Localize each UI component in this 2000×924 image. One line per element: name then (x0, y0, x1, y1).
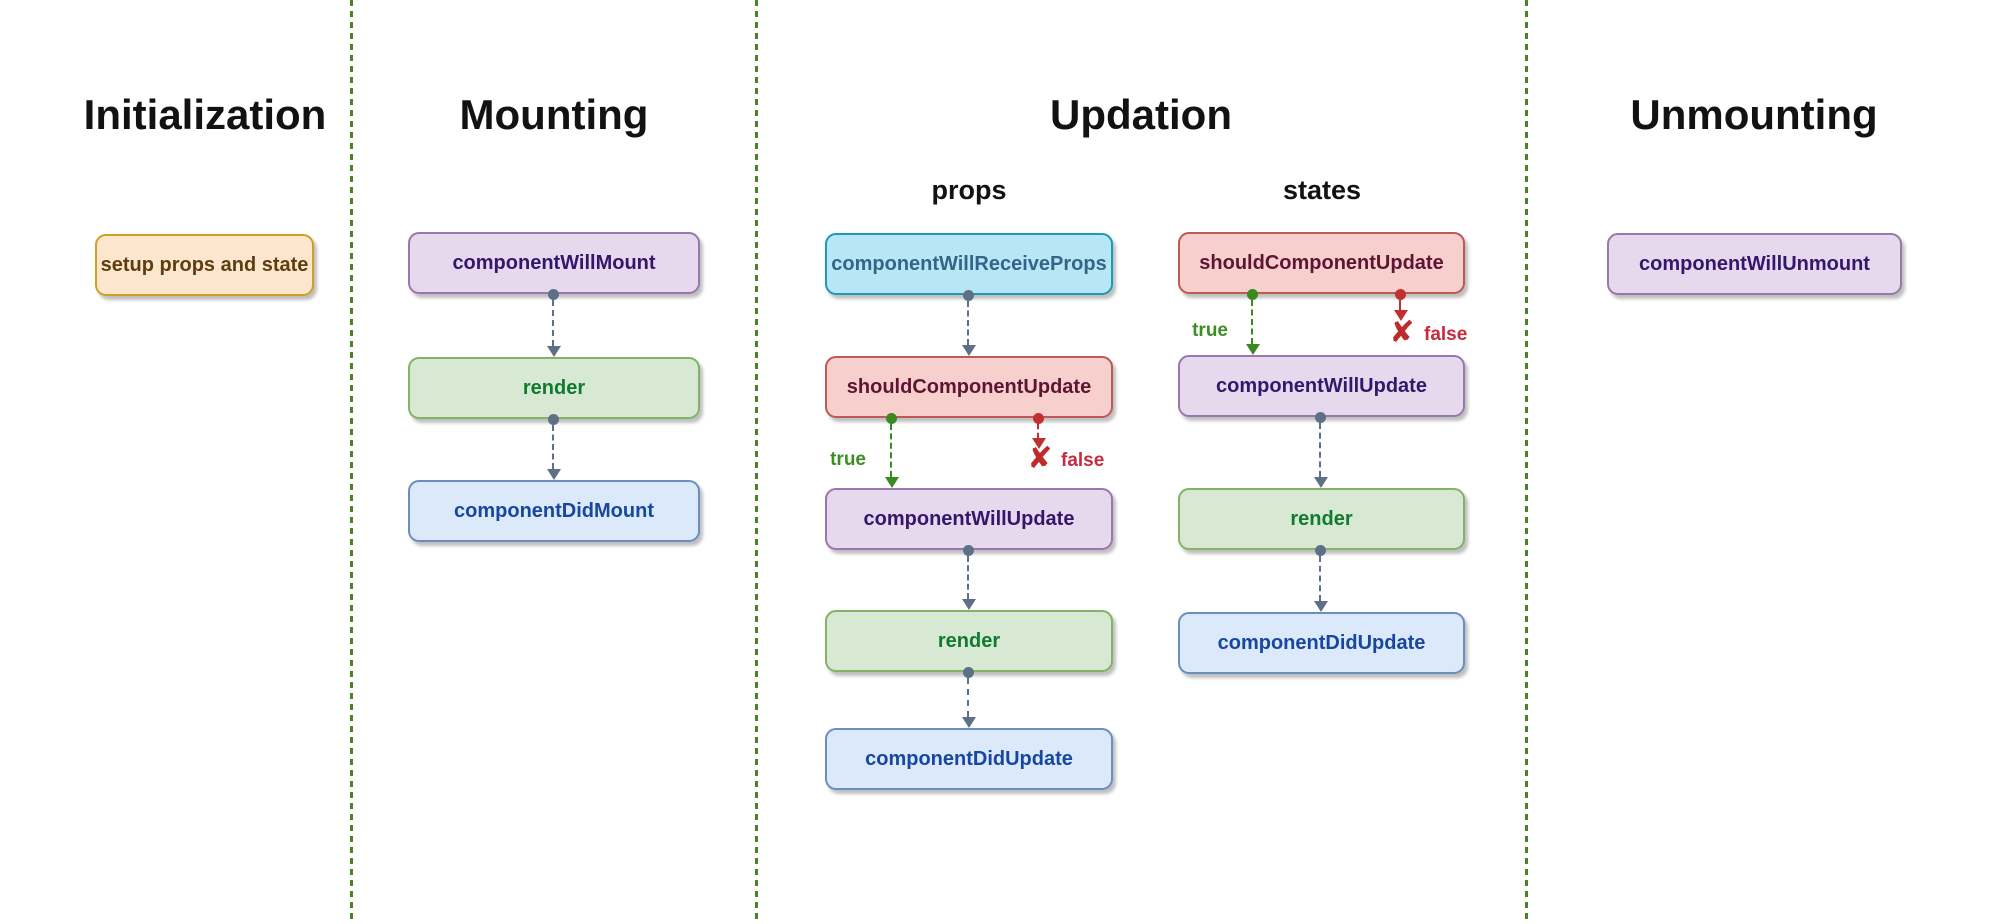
false-x-icon: ✘ (1027, 441, 1053, 476)
arrowhead-down-icon (962, 717, 976, 728)
node-render-mounting: render (408, 357, 700, 419)
false-x-icon: ✘ (1389, 315, 1415, 350)
section-title-updation: Updation (1050, 91, 1232, 138)
flow-dot (963, 290, 974, 301)
node-component-will-mount: componentWillMount (408, 232, 700, 294)
section-title-unmounting: Unmounting (1630, 91, 1878, 138)
arrowhead-down-icon (962, 599, 976, 610)
separator-line-1 (350, 0, 353, 924)
flow-dot (963, 667, 974, 678)
flow-dot-true (886, 413, 897, 424)
flow-dot-false (1395, 289, 1406, 300)
arrowhead-down-icon (547, 469, 561, 480)
node-should-component-update-props: shouldComponentUpdate (825, 356, 1113, 418)
node-component-will-update-props: componentWillUpdate (825, 488, 1113, 550)
flow-dashed-line (552, 300, 554, 346)
flow-dot (548, 414, 559, 425)
node-setup-props-and-state: setup props and state (95, 234, 314, 296)
flow-dot (548, 289, 559, 300)
arrowhead-down-icon (1246, 344, 1260, 355)
flow-dashed-line (552, 425, 554, 469)
flow-dot (963, 545, 974, 556)
node-component-will-receive-props: componentWillReceiveProps (825, 233, 1113, 295)
node-component-will-update-states: componentWillUpdate (1178, 355, 1465, 417)
separator-line-3 (1525, 0, 1528, 924)
node-render-props: render (825, 610, 1113, 672)
flow-dashed-line-false (1399, 300, 1401, 310)
node-should-component-update-states: shouldComponentUpdate (1178, 232, 1465, 294)
arrowhead-down-icon (1032, 438, 1046, 449)
true-label-states: true (1192, 320, 1228, 341)
arrowhead-down-icon (1394, 310, 1408, 321)
false-label-props: false (1061, 450, 1105, 471)
node-render-states: render (1178, 488, 1465, 550)
section-title-mounting: Mounting (459, 91, 649, 138)
arrowhead-down-icon (1314, 601, 1328, 612)
flow-dot-true (1247, 289, 1258, 300)
node-component-did-update-states: componentDidUpdate (1178, 612, 1465, 674)
arrowhead-down-icon (885, 477, 899, 488)
flow-dashed-line (967, 301, 969, 345)
subcolumn-header-props: props (931, 175, 1007, 205)
section-title-initialization: Initialization (83, 91, 327, 138)
flow-dashed-line-true (1251, 300, 1253, 344)
separator-line-2 (755, 0, 758, 924)
arrowhead-down-icon (1314, 477, 1328, 488)
true-label-props: true (830, 449, 866, 470)
flow-dot (1315, 545, 1326, 556)
flow-dashed-line (967, 556, 969, 599)
flow-dot-false (1033, 413, 1044, 424)
flow-dashed-line (1319, 556, 1321, 601)
subcolumn-header-states: states (1282, 175, 1362, 205)
node-component-did-mount: componentDidMount (408, 480, 700, 542)
false-label-states: false (1424, 324, 1468, 345)
flow-dot (1315, 412, 1326, 423)
flow-dashed-line-true (890, 424, 892, 477)
flow-dashed-line (1319, 423, 1321, 477)
arrowhead-down-icon (962, 345, 976, 356)
flow-dashed-line-false (1037, 424, 1039, 438)
flow-dashed-line (967, 678, 969, 717)
node-component-did-update-props: componentDidUpdate (825, 728, 1113, 790)
node-component-will-unmount: componentWillUnmount (1607, 233, 1902, 295)
arrowhead-down-icon (547, 346, 561, 357)
